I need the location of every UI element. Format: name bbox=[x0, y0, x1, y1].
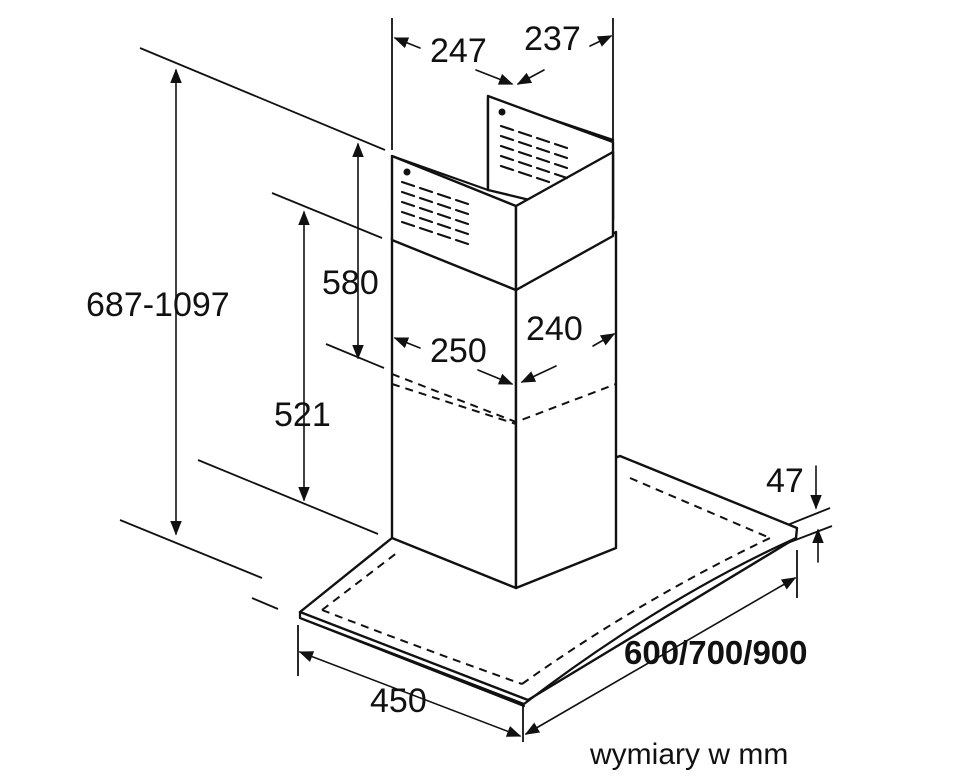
label-glass-thickness: 47 bbox=[766, 462, 804, 500]
label-hood-width: 600/700/900 bbox=[624, 634, 808, 671]
vent-slots bbox=[400, 124, 569, 246]
label-top-right-width: 237 bbox=[524, 20, 581, 58]
label-total-height: 687-1097 bbox=[86, 286, 230, 324]
label-top-left-depth: 247 bbox=[430, 32, 487, 70]
label-upper-chimney-height: 580 bbox=[322, 264, 379, 302]
label-lower-chimney-depth: 250 bbox=[430, 332, 487, 370]
label-lower-chimney-height: 521 bbox=[274, 396, 331, 434]
caption-units: wymiary w mm bbox=[589, 738, 788, 771]
label-lower-chimney-width: 240 bbox=[526, 310, 583, 348]
label-hood-depth: 450 bbox=[370, 682, 427, 720]
dimension-lines bbox=[170, 35, 824, 737]
